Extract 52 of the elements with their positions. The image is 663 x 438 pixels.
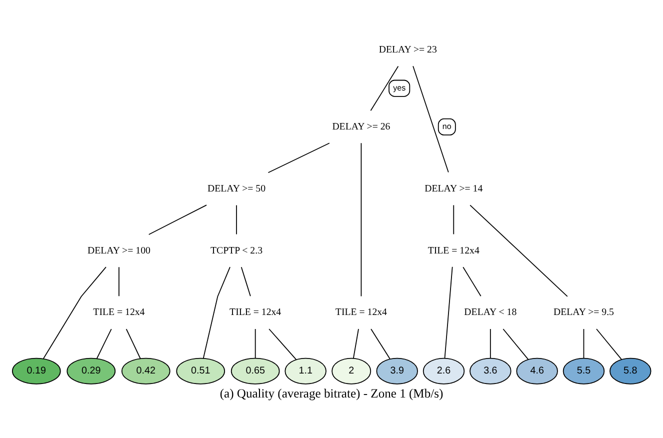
connector	[583, 328, 584, 359]
node-text: DELAY >= 100	[87, 245, 150, 256]
connector	[360, 142, 362, 297]
connector	[412, 66, 449, 173]
edge-label: no	[442, 122, 452, 131]
node-text: DELAY >= 50	[207, 183, 266, 194]
connector	[462, 266, 482, 297]
node-text: DELAY >= 14	[424, 183, 483, 194]
connector	[444, 266, 453, 359]
node-text: TILE = 12x4	[335, 307, 387, 318]
node-text: DELAY >= 26	[332, 121, 390, 132]
connector	[118, 266, 120, 297]
caption: (a) Quality (average bitrate) - Zone 1 (Mb/s)	[220, 386, 444, 400]
connector	[240, 266, 251, 297]
node-ellipse: 2.6	[422, 358, 465, 384]
connector	[470, 204, 568, 297]
connector	[148, 204, 207, 235]
connector	[353, 328, 359, 359]
connector	[490, 328, 491, 359]
connector	[236, 204, 237, 235]
connector	[96, 328, 112, 359]
node-ellipse: 2	[332, 358, 372, 384]
connector	[596, 328, 622, 360]
node-text: DELAY >= 9.5	[553, 307, 614, 318]
node-ellipse: 5.8	[610, 358, 652, 384]
node-ellipse: 3.9	[376, 358, 418, 384]
connector	[453, 204, 454, 235]
connector	[42, 266, 106, 360]
node-ellipse: 4.6	[516, 358, 558, 384]
connector	[268, 142, 330, 174]
node-text: TILE = 12x4	[93, 307, 145, 318]
node-ellipse: 0.42	[121, 358, 170, 384]
node-ellipse: 0.51	[176, 358, 226, 384]
node-text: TCPTP < 2.3	[210, 245, 263, 256]
node-text: TILE = 12x4	[428, 245, 480, 256]
edge-label: yes	[393, 83, 406, 92]
connector	[126, 328, 141, 359]
node-text: DELAY < 18	[464, 307, 517, 318]
node-ellipse: 1.1	[284, 358, 326, 384]
node-text: TILE = 12x4	[230, 307, 282, 318]
connector	[202, 266, 230, 359]
node-ellipse: 0.29	[66, 358, 116, 384]
node-ellipse: 3.6	[470, 358, 512, 384]
node-ellipse: 0.65	[230, 358, 280, 384]
connector	[254, 328, 256, 359]
connector	[370, 66, 399, 112]
connector	[502, 328, 529, 360]
node-text: DELAY >= 23	[378, 44, 437, 56]
connector	[370, 328, 390, 360]
node-ellipse: 5.5	[562, 358, 605, 384]
node-ellipse: 0.19	[12, 358, 61, 384]
connector	[268, 328, 297, 360]
